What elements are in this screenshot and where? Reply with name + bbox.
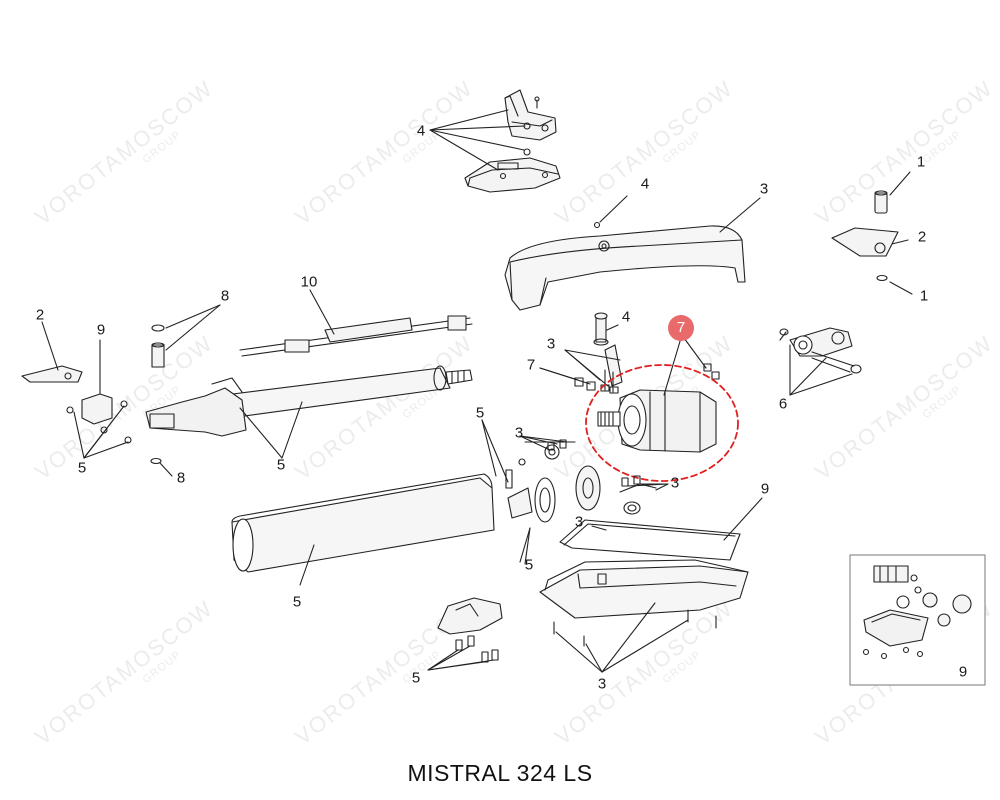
gasket — [559, 497, 763, 561]
electronics-inset — [849, 554, 986, 686]
callout-label: 2 — [917, 228, 927, 246]
callout-label: 8 — [176, 469, 186, 487]
callout-label: 3 — [546, 335, 556, 353]
callout-label: 8 — [220, 287, 230, 305]
top-cap-assembly — [429, 89, 561, 193]
callout-label: 3 — [574, 513, 584, 531]
callout-label: 3 — [759, 180, 769, 198]
callout-label: 10 — [300, 273, 318, 291]
diagram-title: MISTRAL 324 LS — [407, 760, 593, 786]
callout-label: 4 — [640, 175, 650, 193]
callout-label: 3 — [514, 424, 524, 442]
callout-label: 9 — [958, 663, 968, 681]
callout-label: 6 — [778, 395, 788, 413]
bottom-cap — [427, 597, 503, 671]
callout-label: 5 — [411, 669, 421, 687]
fork-assembly — [779, 327, 862, 396]
motor — [585, 337, 739, 482]
callout-label: 1 — [919, 287, 929, 305]
callout-label: 9 — [760, 480, 770, 498]
callout-label: 4 — [621, 308, 631, 326]
drive-tube — [145, 365, 473, 459]
callout-label: 3 — [670, 474, 680, 492]
callout-label: 5 — [475, 404, 485, 422]
left-bracket-assembly — [21, 304, 221, 477]
base-housing — [539, 559, 749, 673]
callout-label: 1 — [916, 153, 926, 171]
callout-label: 5 — [292, 593, 302, 611]
callout-label: 7 — [526, 356, 536, 374]
callout-label: 5 — [524, 556, 534, 574]
callout-label: 3 — [597, 675, 607, 693]
callout-label: 9 — [96, 321, 106, 339]
outer-profile — [231, 473, 495, 586]
worm-screw — [239, 289, 473, 357]
motor-callout-badge: 7 — [668, 315, 694, 341]
motor-cover — [504, 195, 761, 311]
gear-set — [481, 419, 669, 565]
callout-label: 4 — [416, 122, 426, 140]
right-bracket-assembly — [831, 171, 913, 295]
callout-label: 5 — [276, 456, 286, 474]
callout-label: 5 — [77, 459, 87, 477]
callout-label: 2 — [35, 306, 45, 324]
